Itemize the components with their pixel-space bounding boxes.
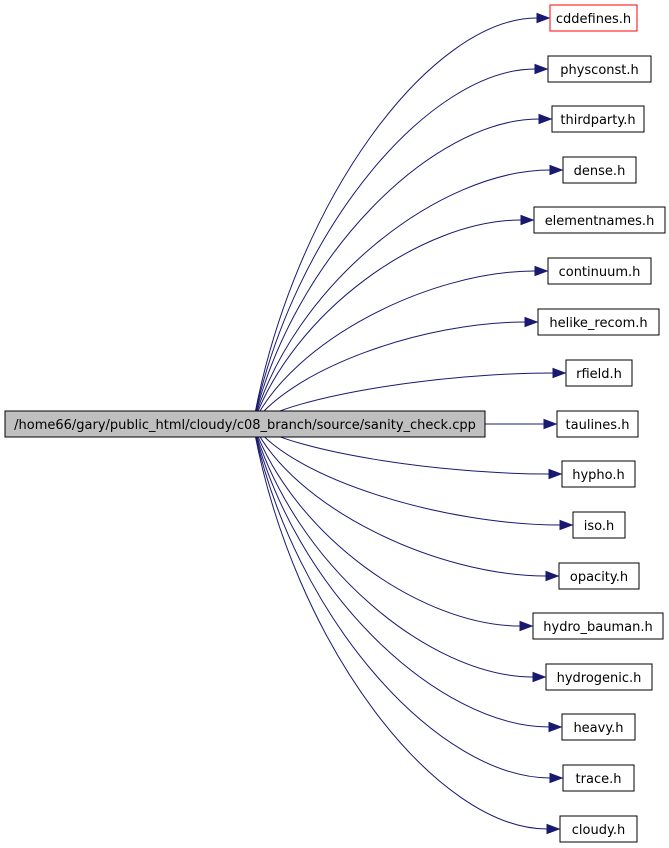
- include-node-box: [572, 511, 626, 539]
- include-node-taulines[interactable]: taulines.h: [556, 410, 639, 438]
- include-node-label: opacity.h: [570, 570, 628, 585]
- edge-to-dense: [252, 169, 551, 425]
- include-node-box: [547, 257, 652, 285]
- include-node-cddefines[interactable]: cddefines.h: [549, 4, 638, 32]
- arrowhead-icon: [548, 468, 563, 480]
- arrowhead-icon: [559, 519, 574, 531]
- edge-to-opacity: [252, 423, 547, 577]
- arrowhead-icon: [549, 772, 564, 784]
- include-node-box: [565, 359, 633, 387]
- arrowhead-icon: [536, 12, 551, 24]
- include-node-box: [562, 156, 637, 184]
- edge-to-thirdparty: [252, 118, 540, 425]
- include-node-box: [547, 55, 652, 83]
- include-node-label: taulines.h: [566, 418, 630, 433]
- include-node-opacity[interactable]: opacity.h: [558, 562, 640, 590]
- include-node-label: cloudy.h: [572, 823, 625, 838]
- include-node-label: heavy.h: [573, 721, 623, 736]
- include-node-label: hydrogenic.h: [557, 671, 642, 686]
- include-node-label: hydro_bauman.h: [543, 620, 652, 635]
- include-node-label: thirdparty.h: [560, 113, 635, 128]
- arrowhead-icon: [549, 164, 564, 176]
- include-node-box: [562, 764, 635, 792]
- arrowhead-icon: [520, 214, 535, 226]
- include-node-box: [561, 713, 636, 741]
- include-node-hypho[interactable]: hypho.h: [561, 460, 636, 488]
- arrowhead-icon: [534, 265, 549, 277]
- include-node-helike-recom[interactable]: helike_recom.h: [537, 308, 660, 336]
- include-node-hydro-bauman[interactable]: hydro_bauman.h: [532, 612, 664, 640]
- include-node-box: [532, 612, 664, 640]
- include-node-elementnames[interactable]: elementnames.h: [533, 206, 666, 234]
- arrowhead-icon: [548, 721, 563, 733]
- include-node-box: [549, 4, 638, 32]
- include-node-rfield[interactable]: rfield.h: [565, 359, 633, 387]
- include-node-box: [556, 410, 639, 438]
- edge-to-helike-recom: [252, 321, 526, 425]
- include-node-box: [559, 815, 638, 843]
- edge-to-hydrogenic: [252, 423, 534, 678]
- node-layer: /home66/gary/public_html/cloudy/c08_bran…: [4, 4, 666, 843]
- include-node-label: hypho.h: [572, 468, 625, 483]
- arrowhead-icon: [543, 418, 558, 430]
- edge-to-iso: [252, 423, 561, 526]
- include-node-label: physconst.h: [560, 63, 639, 78]
- arrowhead-icon: [519, 620, 534, 632]
- include-node-label: cddefines.h: [556, 12, 631, 27]
- include-node-label: continuum.h: [559, 265, 641, 280]
- include-node-label: elementnames.h: [545, 214, 655, 229]
- include-node-thirdparty[interactable]: thirdparty.h: [551, 105, 645, 133]
- include-node-trace[interactable]: trace.h: [562, 764, 635, 792]
- include-node-label: iso.h: [584, 519, 614, 534]
- edge-to-physconst: [252, 68, 536, 425]
- arrowhead-icon: [552, 367, 567, 379]
- edge-to-trace: [252, 423, 551, 779]
- include-node-box: [558, 562, 640, 590]
- arrowhead-icon: [532, 671, 547, 683]
- edge-to-cloudy: [252, 423, 548, 830]
- include-node-box: [545, 663, 653, 691]
- include-node-label: trace.h: [576, 772, 622, 787]
- include-node-label: helike_recom.h: [549, 316, 647, 331]
- edge-to-heavy: [252, 423, 550, 728]
- source-node[interactable]: /home66/gary/public_html/cloudy/c08_bran…: [4, 410, 486, 438]
- include-node-continuum[interactable]: continuum.h: [547, 257, 652, 285]
- arrowhead-icon: [534, 63, 549, 75]
- arrowhead-icon: [538, 113, 553, 125]
- include-node-hydrogenic[interactable]: hydrogenic.h: [545, 663, 653, 691]
- arrowhead-icon: [524, 316, 539, 328]
- source-node-label: /home66/gary/public_html/cloudy/c08_bran…: [14, 418, 476, 433]
- edge-to-cddefines: [252, 17, 538, 425]
- edge-to-continuum: [252, 270, 536, 425]
- edge-to-elementnames: [252, 219, 522, 425]
- include-node-cloudy[interactable]: cloudy.h: [559, 815, 638, 843]
- include-node-box: [537, 308, 660, 336]
- arrowhead-icon: [545, 570, 560, 582]
- include-node-box: [533, 206, 666, 234]
- include-node-box: [561, 460, 636, 488]
- include-node-box: [551, 105, 645, 133]
- include-node-label: dense.h: [574, 164, 626, 179]
- arrowhead-icon: [546, 823, 561, 835]
- include-node-physconst[interactable]: physconst.h: [547, 55, 652, 83]
- include-node-heavy[interactable]: heavy.h: [561, 713, 636, 741]
- include-node-label: rfield.h: [576, 367, 622, 382]
- edge-to-hydro-bauman: [252, 423, 521, 627]
- include-node-iso[interactable]: iso.h: [572, 511, 626, 539]
- include-node-dense[interactable]: dense.h: [562, 156, 637, 184]
